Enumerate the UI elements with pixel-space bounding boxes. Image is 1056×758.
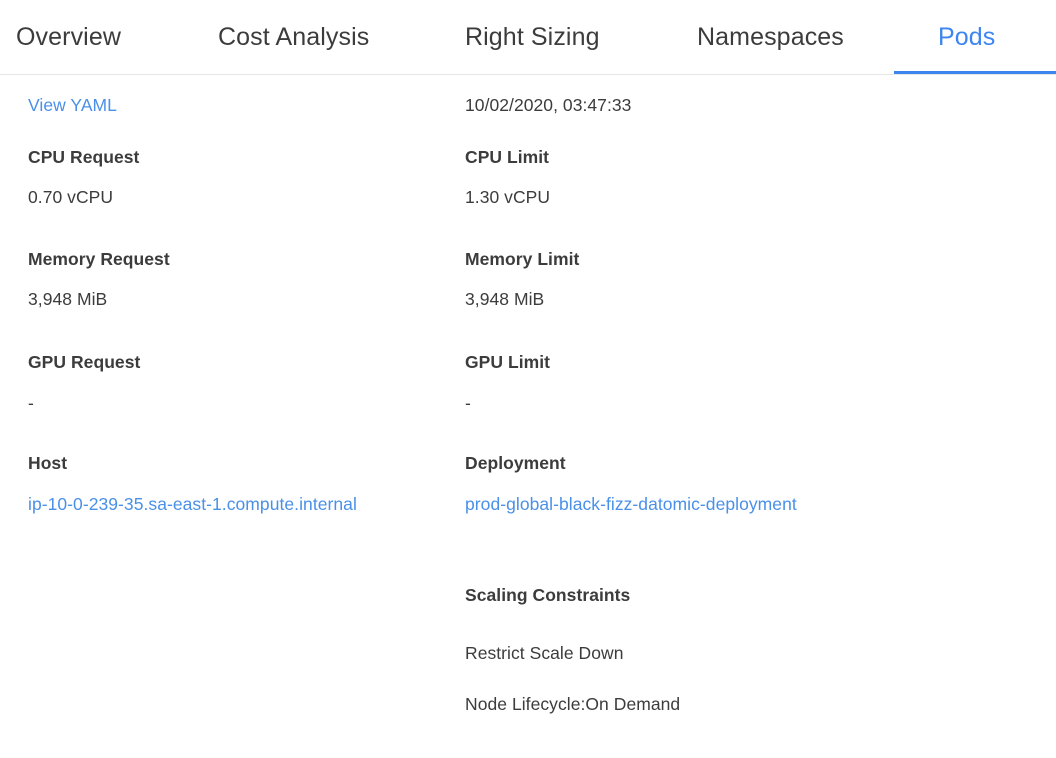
cpu-limit-value: 1.30 vCPU bbox=[465, 187, 551, 207]
memory-limit-label: Memory Limit bbox=[465, 249, 580, 269]
tab-right-sizing[interactable]: Right Sizing bbox=[465, 23, 600, 51]
tab-cost-analysis[interactable]: Cost Analysis bbox=[218, 23, 370, 51]
tab-namespaces[interactable]: Namespaces bbox=[697, 23, 844, 51]
memory-request-value: 3,948 MiB bbox=[28, 289, 108, 309]
tab-overview[interactable]: Overview bbox=[16, 23, 121, 51]
gpu-request-label: GPU Request bbox=[28, 352, 141, 372]
host-label: Host bbox=[28, 453, 68, 473]
cpu-limit-label: CPU Limit bbox=[465, 147, 550, 167]
tab-bar: Overview Cost Analysis Right Sizing Name… bbox=[0, 0, 1056, 75]
tab-pods[interactable]: Pods bbox=[938, 23, 996, 51]
timestamp-value: 10/02/2020, 03:47:33 bbox=[465, 95, 632, 115]
scaling-constraints-label: Scaling Constraints bbox=[465, 585, 631, 605]
host-link[interactable]: ip-10-0-239-35.sa-east-1.compute.interna… bbox=[28, 494, 357, 514]
scaling-constraint-node-lifecycle: Node Lifecycle:On Demand bbox=[465, 694, 681, 714]
cpu-request-label: CPU Request bbox=[28, 147, 140, 167]
gpu-request-value: - bbox=[28, 393, 34, 413]
scaling-constraint-restrict-scale-down: Restrict Scale Down bbox=[465, 643, 624, 663]
memory-limit-value: 3,948 MiB bbox=[465, 289, 545, 309]
cpu-request-value: 0.70 vCPU bbox=[28, 187, 114, 207]
deployment-label: Deployment bbox=[465, 453, 566, 473]
deployment-link[interactable]: prod-global-black-fizz-datomic-deploymen… bbox=[465, 494, 797, 514]
view-yaml-link[interactable]: View YAML bbox=[28, 95, 117, 115]
active-tab-indicator bbox=[894, 71, 1056, 74]
gpu-limit-label: GPU Limit bbox=[465, 352, 551, 372]
gpu-limit-value: - bbox=[465, 393, 471, 413]
memory-request-label: Memory Request bbox=[28, 249, 170, 269]
